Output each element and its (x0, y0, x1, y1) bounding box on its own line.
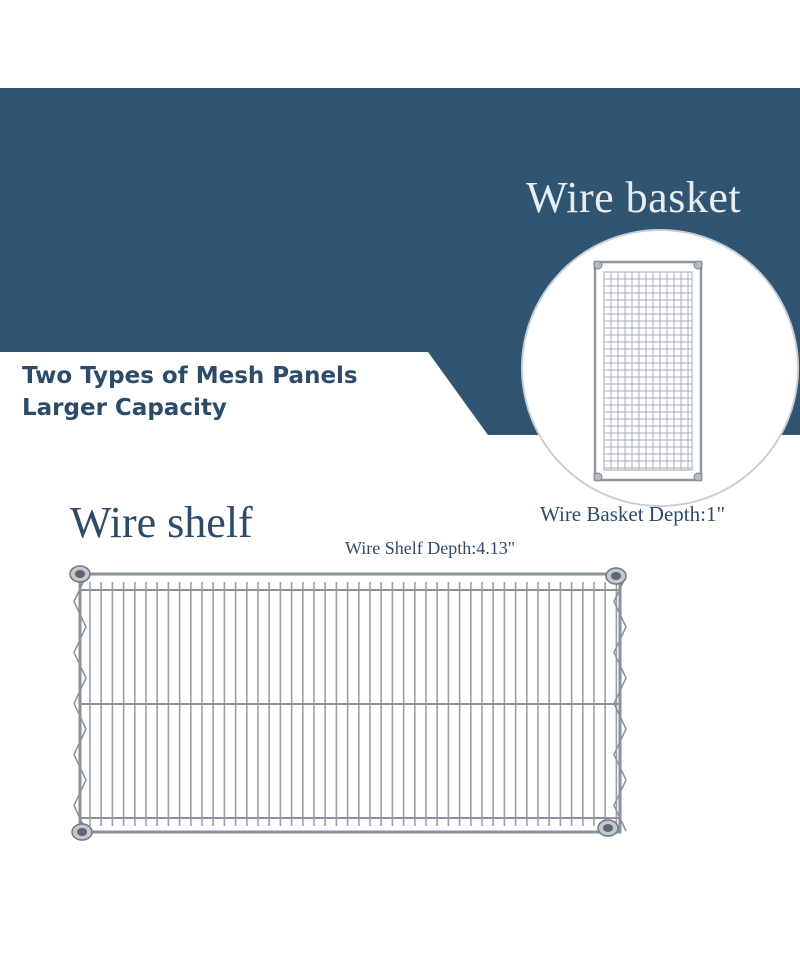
corner-post (71, 823, 93, 841)
corner-post (69, 565, 91, 583)
wire-basket-depth-label: Wire Basket Depth:1" (540, 502, 726, 526)
wire-basket-title: Wire basket (526, 173, 742, 222)
wire-shelf-depth-label: Wire Shelf Depth:4.13" (345, 538, 516, 558)
wire-shelf-title: Wire shelf (70, 498, 253, 547)
headline-line-1: Two Types of Mesh Panels (22, 363, 358, 389)
corner-post (597, 819, 619, 837)
headline-line-2: Larger Capacity (22, 395, 227, 421)
headline: Two Types of Mesh Panels Larger Capacity (22, 360, 358, 424)
corner-post (605, 567, 627, 585)
wire-basket-image (521, 229, 799, 507)
wire-shelf-image (69, 565, 627, 841)
